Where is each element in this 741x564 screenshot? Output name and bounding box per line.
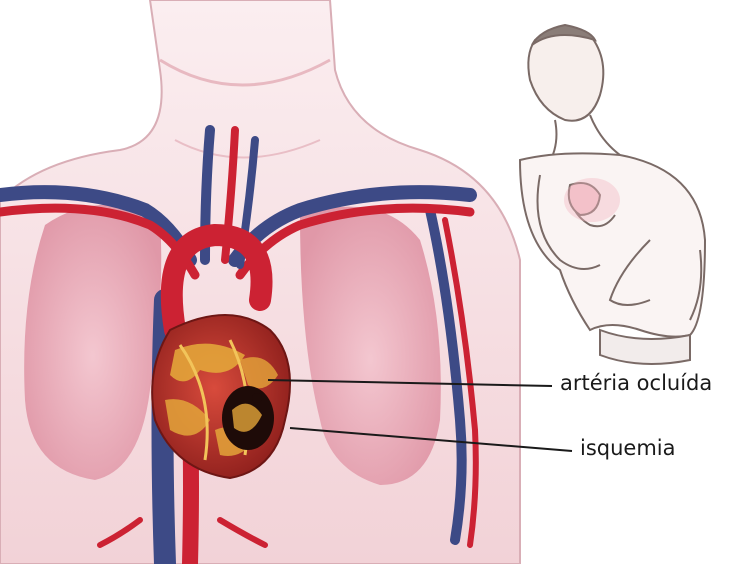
artery-occlusion [252, 393, 262, 403]
man-with-chest-pain [520, 25, 705, 364]
occluded-artery-label: artéria ocluída [560, 373, 712, 394]
ischemia-label: isquemia [580, 438, 676, 459]
